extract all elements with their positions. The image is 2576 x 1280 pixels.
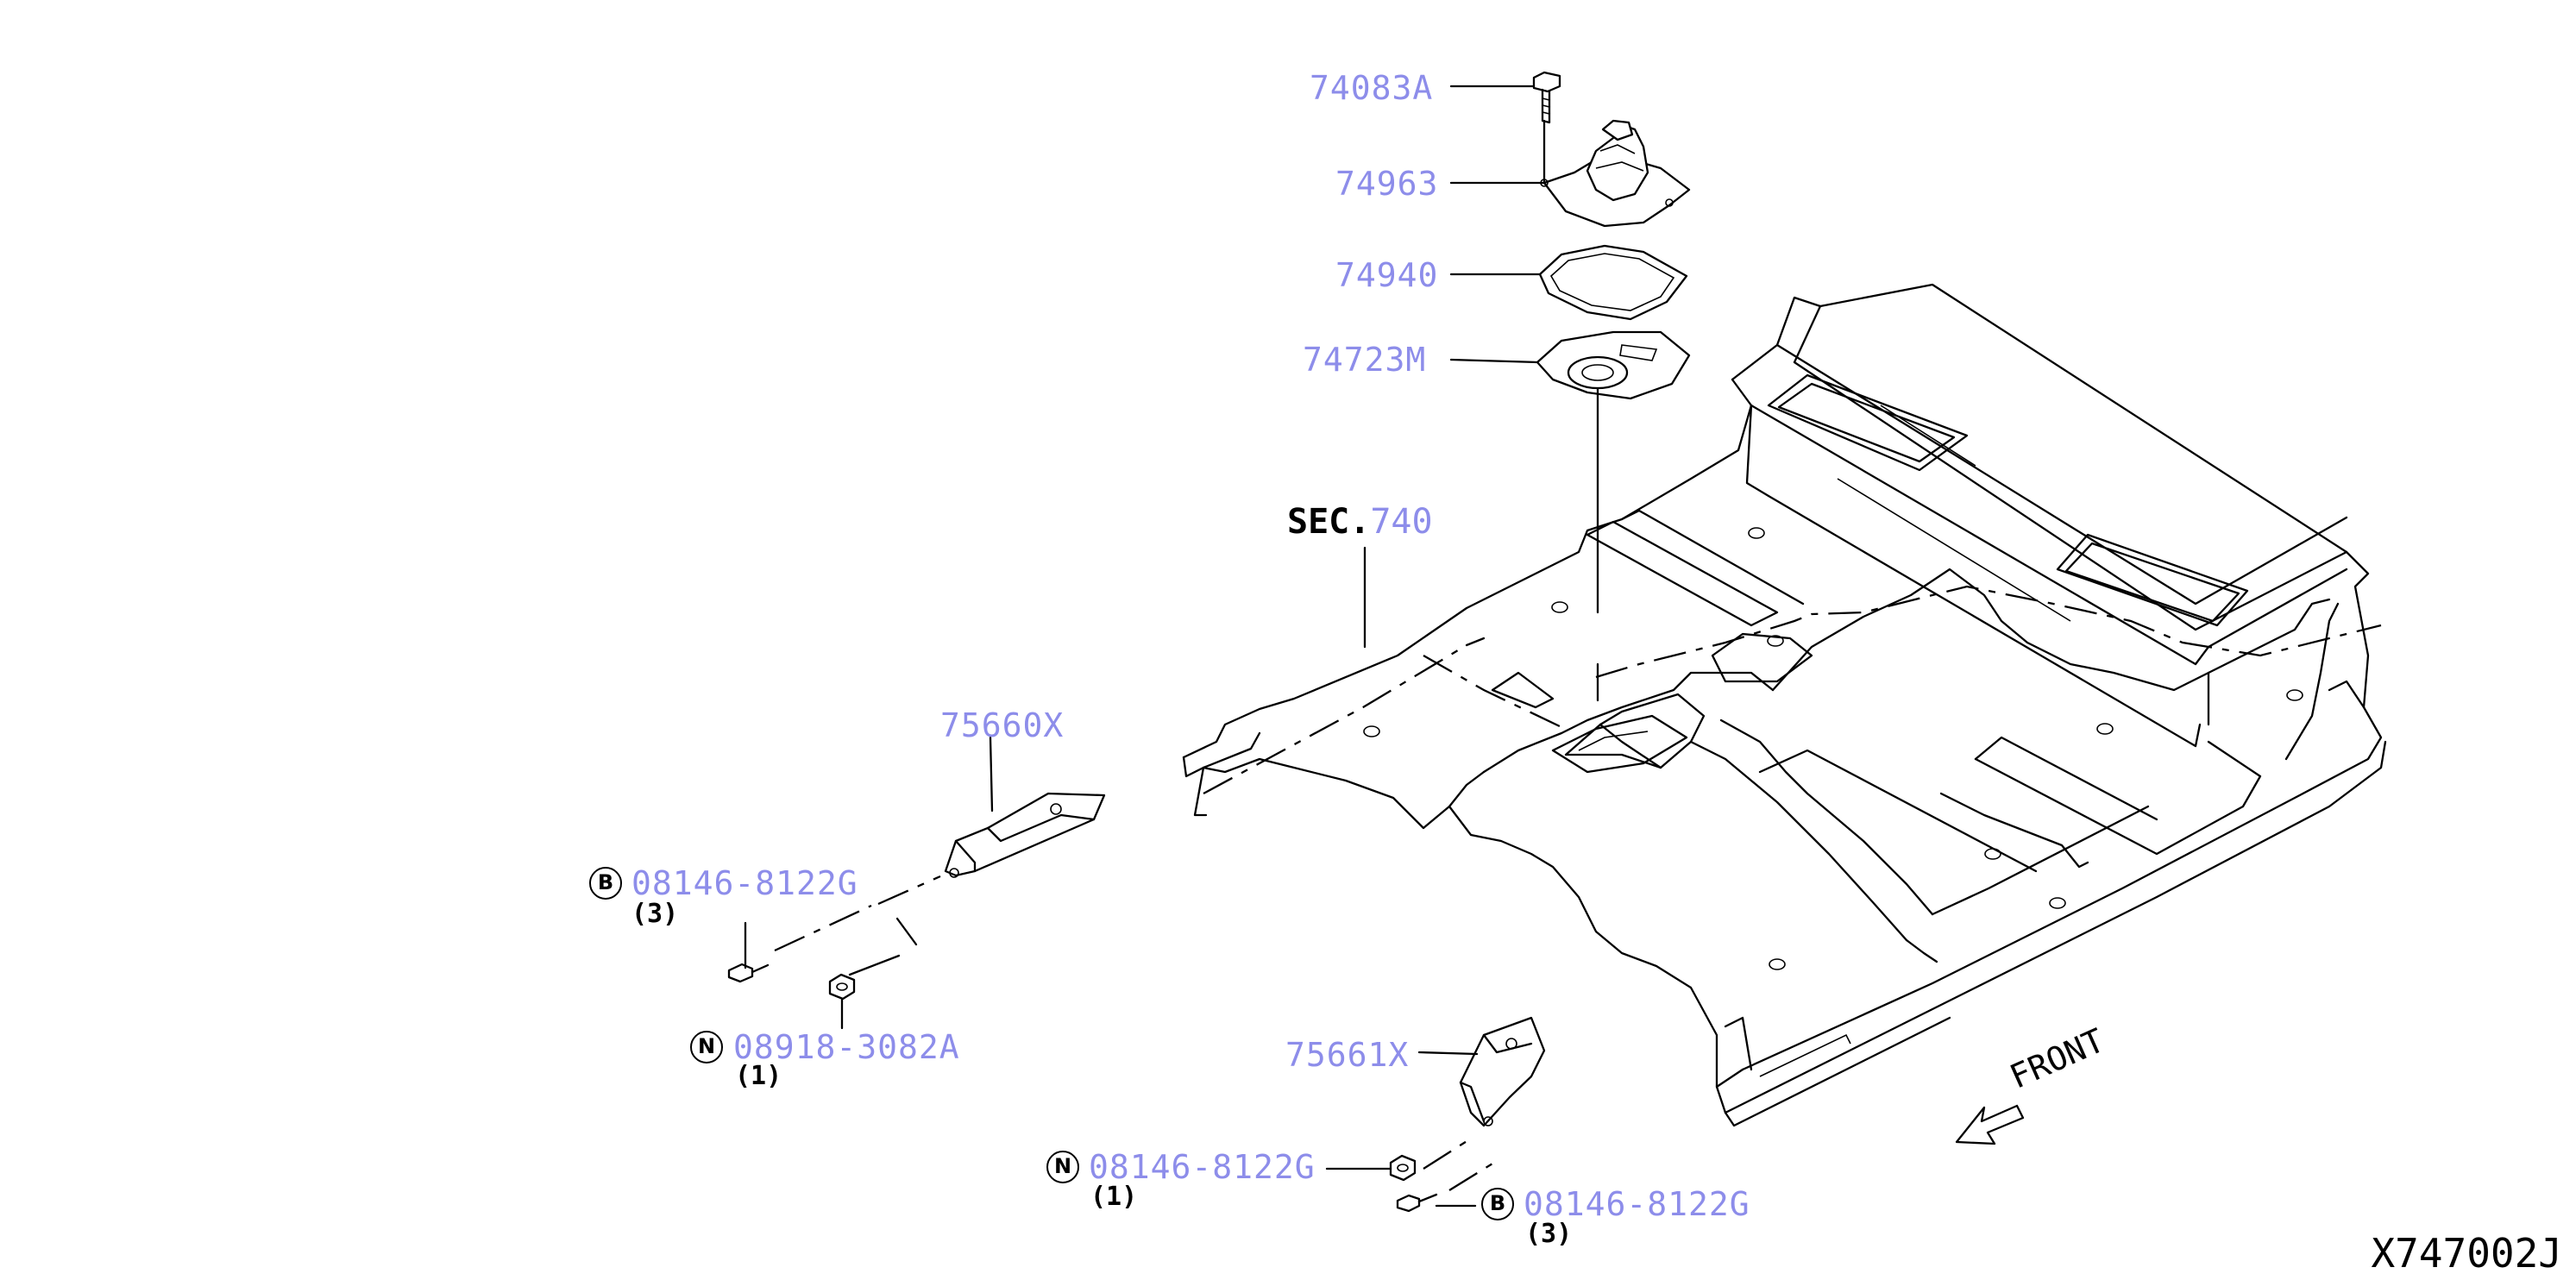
- finisher-74723m: [1536, 330, 1691, 400]
- diagram-code: X747002J: [2371, 1230, 2562, 1277]
- quantity-bolt-left: (3): [631, 899, 679, 929]
- part-number-74723m[interactable]: 74723M: [1303, 341, 1427, 379]
- section-prefix: SEC.: [1287, 502, 1371, 542]
- bolt-symbol-b-right: B: [1481, 1188, 1514, 1220]
- floor-panel: [1182, 283, 2387, 1127]
- part-number-bolt-left[interactable]: 08146-8122G: [631, 864, 858, 902]
- section-number[interactable]: 740: [1370, 502, 1433, 542]
- nut-symbol-n-left: N: [690, 1031, 723, 1064]
- part-number-75661x[interactable]: 75661X: [1285, 1036, 1410, 1074]
- front-arrow: [1955, 1104, 2025, 1145]
- part-number-bolt-right[interactable]: 08146-8122G: [1524, 1185, 1750, 1223]
- bolt-b-right: [1396, 1193, 1438, 1213]
- bracket-75661x: [1459, 1016, 1546, 1127]
- nut-n-right: [1389, 1154, 1417, 1182]
- part-number-nut-right[interactable]: 08146-8122G: [1089, 1148, 1316, 1186]
- bolt-b-left: [727, 963, 770, 983]
- part-number-nut-left[interactable]: 08918-3082A: [733, 1028, 960, 1066]
- boot-74963: [1540, 119, 1691, 228]
- bolt-symbol-b-left: B: [589, 867, 622, 900]
- part-number-74963[interactable]: 74963: [1335, 165, 1439, 203]
- quantity-bolt-right: (3): [1525, 1219, 1573, 1249]
- quantity-nut-right: (1): [1090, 1182, 1138, 1212]
- seal-74940: [1538, 244, 1688, 321]
- nut-n-left: [828, 973, 856, 1001]
- nut-symbol-n-right: N: [1046, 1151, 1079, 1183]
- part-number-74083a[interactable]: 74083A: [1310, 69, 1434, 107]
- part-number-75660x[interactable]: 75660X: [940, 706, 1065, 744]
- section-reference[interactable]: SEC.740: [1287, 505, 1433, 539]
- part-number-74940[interactable]: 74940: [1335, 256, 1439, 294]
- bracket-75660x: [944, 792, 1106, 878]
- bolt-74083a: [1532, 71, 1561, 124]
- quantity-nut-left: (1): [735, 1061, 782, 1091]
- leader-lines: [744, 85, 1599, 1208]
